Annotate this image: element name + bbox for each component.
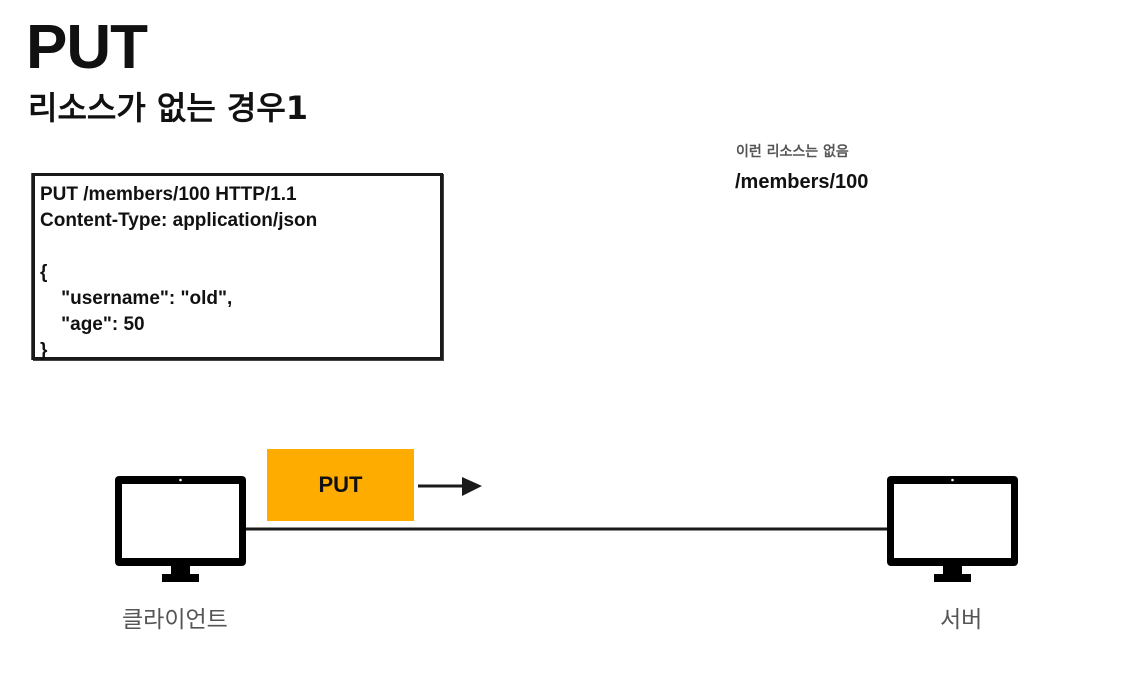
request-line: } (40, 340, 48, 361)
monitor-icon (115, 476, 246, 582)
request-line: PUT /members/100 HTTP/1.1 (40, 184, 297, 205)
resource-path: /members/100 (735, 171, 869, 193)
request-line: Content-Type: application/json (40, 210, 318, 231)
put-message-label: PUT (318, 472, 363, 497)
request-line: "username": "old", (40, 288, 233, 309)
monitor-icon (887, 476, 1018, 582)
page-title: PUT (26, 13, 148, 82)
put-message-box: PUT (267, 449, 414, 521)
request-line: "age": 50 (40, 314, 145, 335)
resource-note: 이런 리소스는 없음 (736, 144, 849, 160)
client-label: 클라이언트 (122, 607, 228, 633)
http-request-box: PUT /members/100 HTTP/1.1 Content-Type: … (32, 173, 443, 361)
request-arrow-head (462, 477, 482, 496)
server-label: 서버 (940, 607, 983, 633)
page-subtitle: 리소스가 없는 경우1 (28, 89, 309, 127)
request-line: { (40, 262, 48, 283)
